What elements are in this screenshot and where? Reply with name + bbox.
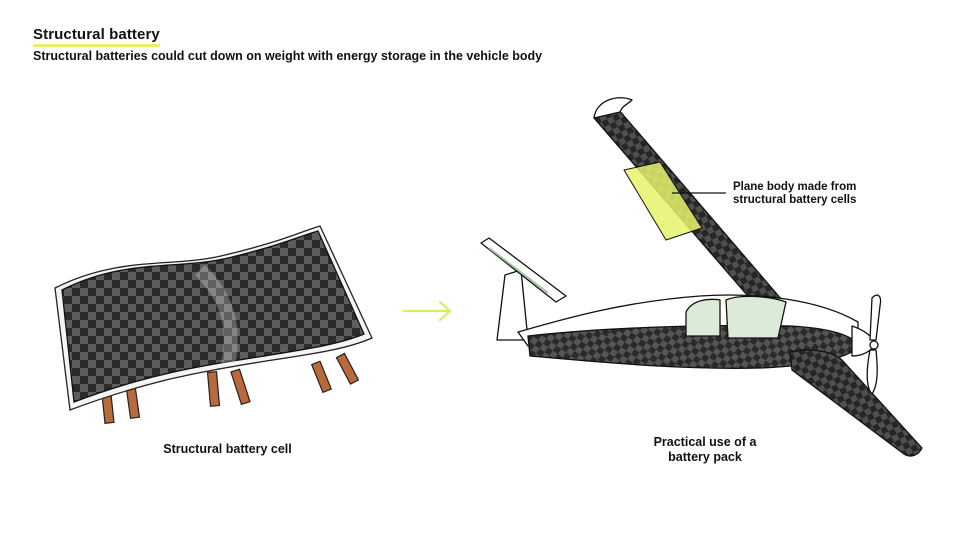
canopy-front-window xyxy=(725,295,787,339)
page-subtitle: Structural batteries could cut down on w… xyxy=(33,49,543,63)
arrow-icon xyxy=(402,300,452,322)
page-title: Structural battery xyxy=(33,26,160,47)
airplane-illustration xyxy=(480,97,923,457)
callout-label: Plane body made from structural battery … xyxy=(733,181,857,206)
battery-highlight-region xyxy=(623,161,703,241)
plane-caption: Practical use of a battery pack xyxy=(653,435,757,464)
battery-cell-illustration xyxy=(54,225,373,424)
horizontal-stabilizer xyxy=(480,237,567,303)
propeller xyxy=(866,294,882,395)
canopy-rear-window xyxy=(685,298,721,337)
lower-wing xyxy=(789,349,923,457)
tail-fin xyxy=(496,269,529,341)
battery-cell-caption: Structural battery cell xyxy=(163,442,292,456)
battery-carbon-sheet xyxy=(61,230,365,403)
